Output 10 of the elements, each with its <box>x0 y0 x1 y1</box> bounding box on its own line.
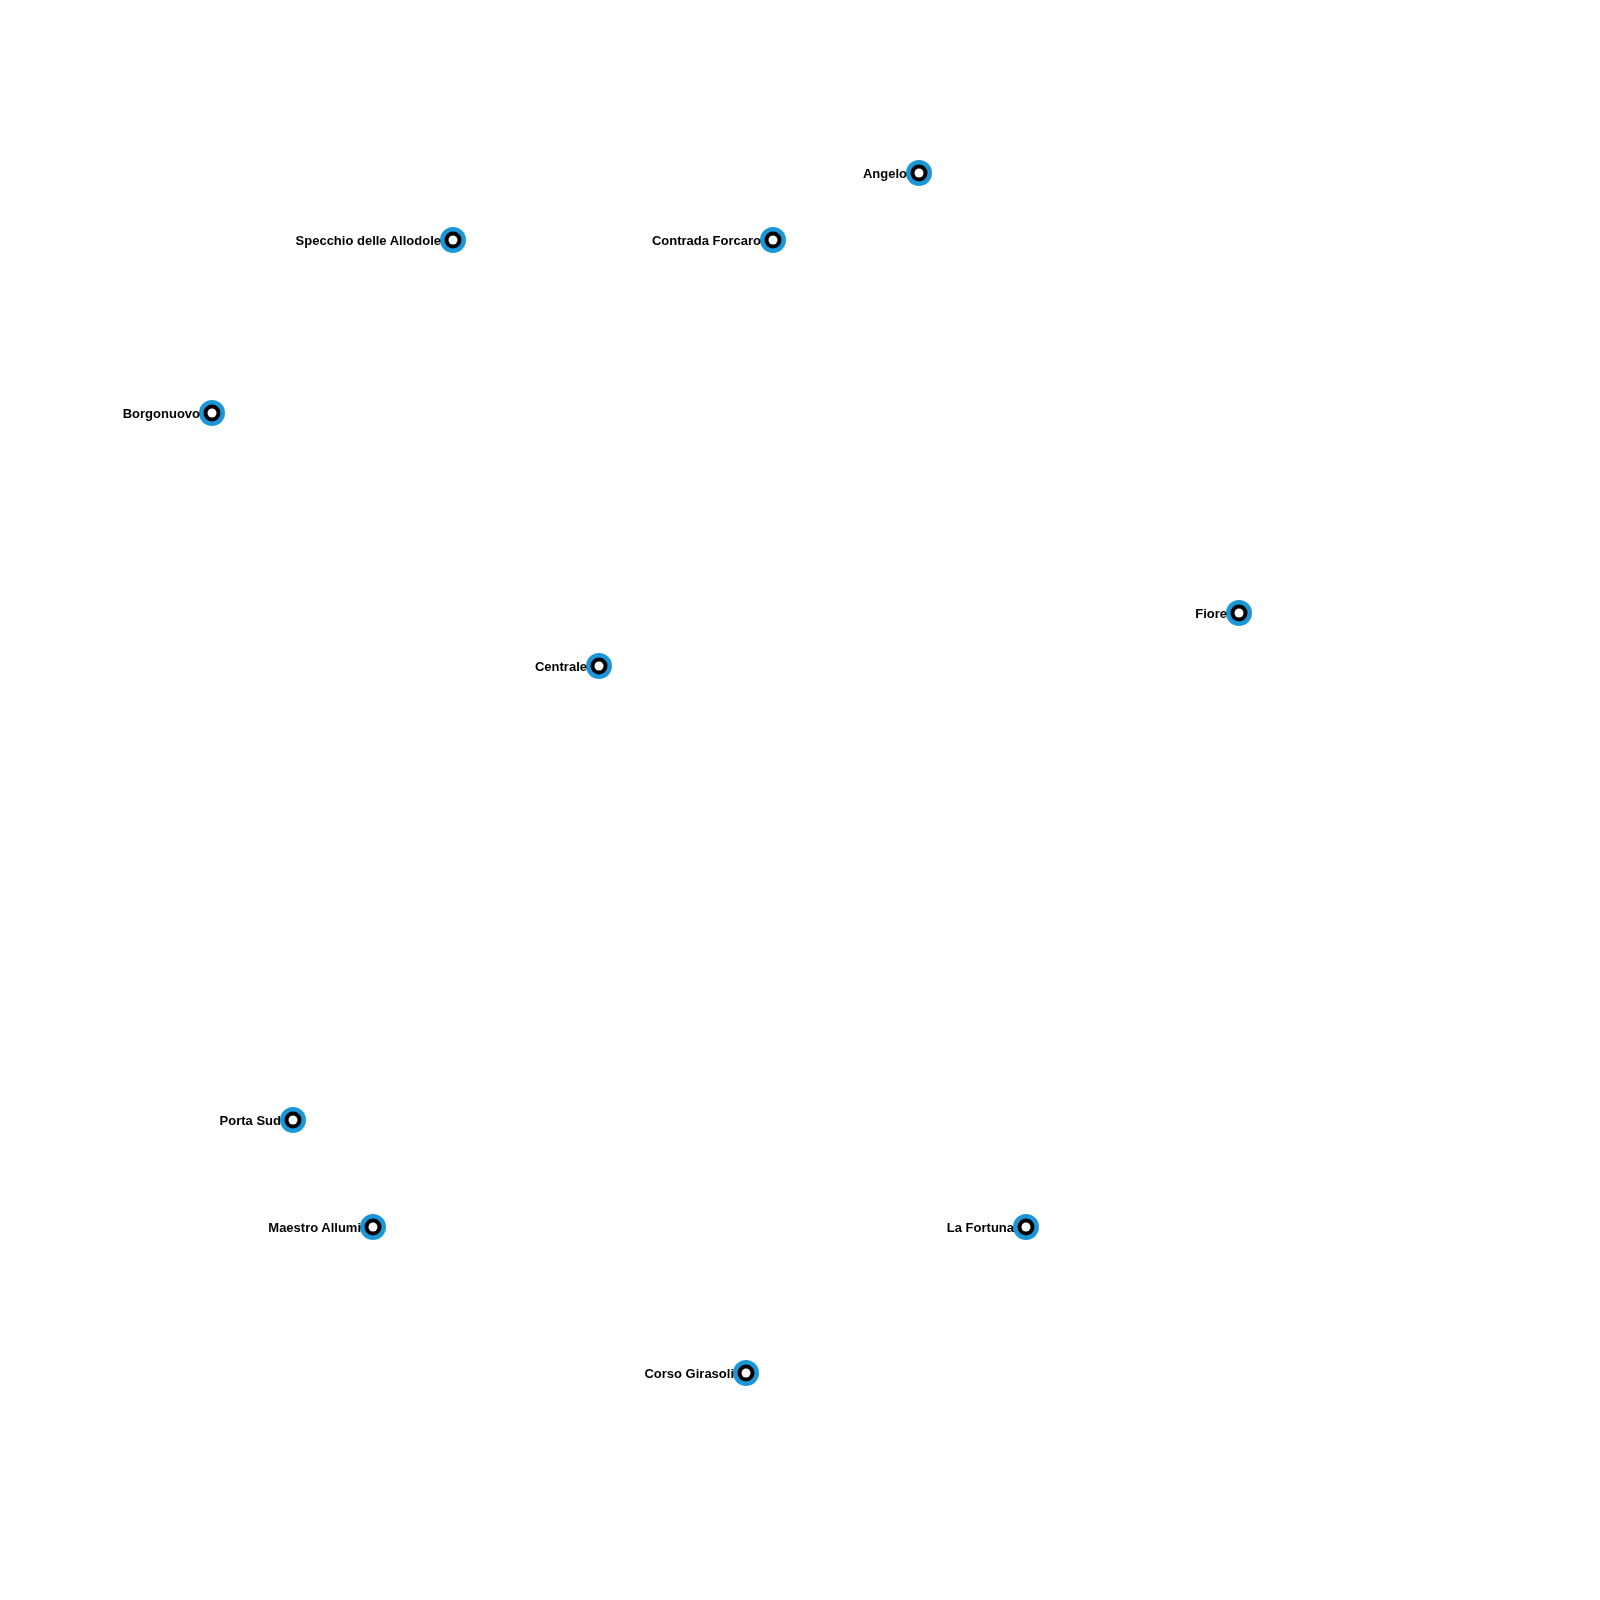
station-label: La Fortuna <box>946 1219 1014 1235</box>
station-label: Porta Sud <box>219 1112 281 1128</box>
station-label: Corso Girasoli <box>644 1365 734 1381</box>
station-label: Centrale <box>534 658 587 674</box>
station-label: Specchio delle Allodole <box>295 232 441 248</box>
station-label: Borgonuovo <box>122 405 200 421</box>
station-label: Maestro Allumi <box>268 1219 361 1235</box>
station-label: Angelo <box>862 165 907 181</box>
station-label: Contrada Forcaro <box>651 232 761 248</box>
station-label: Fiore <box>1195 605 1227 621</box>
